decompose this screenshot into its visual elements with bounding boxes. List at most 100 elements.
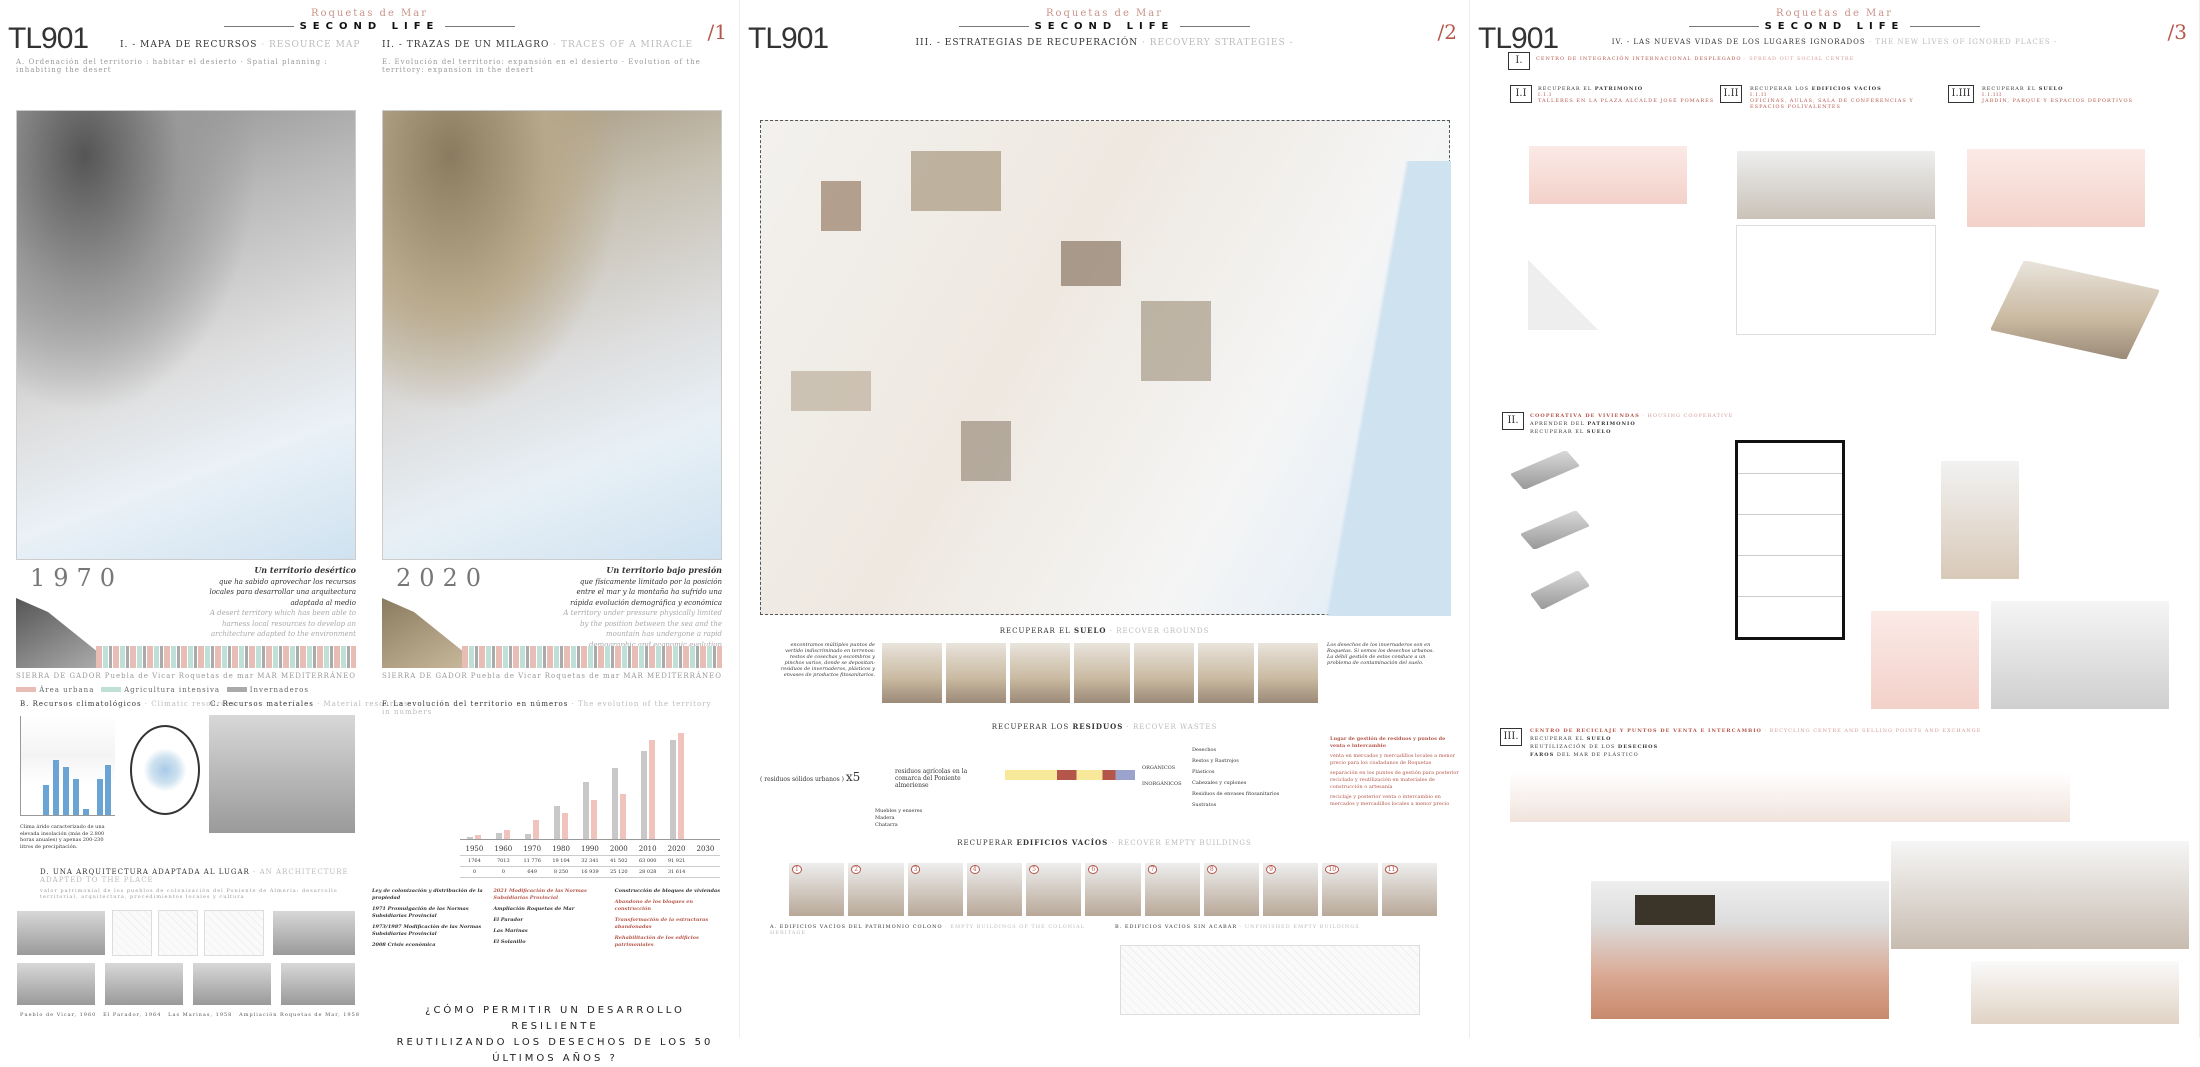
table-cell: 25 120	[610, 869, 628, 875]
timeline-event: Ley de colonización y distribución de la…	[372, 888, 483, 901]
housing-section-render	[1940, 460, 2020, 580]
ground-photo	[1009, 642, 1071, 704]
section-d-title: D. UNA ARQUITECTURA ADAPTADA AL LUGAR - …	[40, 868, 349, 884]
photo-number: 4	[969, 865, 980, 874]
section-I2-number: I.II	[1720, 85, 1742, 103]
table-cell: 11 776	[523, 858, 541, 864]
photo-number: 5	[1029, 865, 1039, 874]
photo-number: 11	[1384, 865, 1399, 874]
section-II-title: COOPERATIVA DE VIVIENDAS · HOUSING COOPE…	[1530, 413, 1734, 435]
aerial-photo	[16, 962, 96, 1006]
timeline-event: 1973/1987 Modificación de las Normas Sub…	[372, 924, 482, 937]
greenhouse-bar	[677, 732, 684, 839]
section-b-title: B. Recursos climatológicos · Climatic re…	[20, 700, 236, 708]
heritage-photo	[272, 910, 356, 956]
empty-buildings-heading: RECUPERAR EDIFICIOS VACÍOS · RECOVER EMP…	[957, 838, 1252, 847]
section-d-subtitle: valor patrimonial de los pueblos de colo…	[40, 888, 338, 900]
aerial-photo	[192, 962, 272, 1006]
empty-building-photo: 5	[1025, 862, 1083, 917]
population-bar	[554, 805, 561, 839]
exchange-render	[1970, 960, 2180, 1025]
city-name: Roquetas de Mar	[1775, 8, 1894, 19]
lighthouse-sign	[1635, 895, 1715, 925]
map-2020	[382, 110, 722, 560]
population-bar	[640, 750, 647, 839]
ground-photo	[1257, 642, 1319, 704]
section-III-number: III.	[1500, 728, 1522, 746]
board-code: TL901	[748, 22, 829, 55]
waste-heading: RECUPERAR LOS RESIDUOS · RECOVER WASTES	[991, 722, 1218, 731]
timeline-event: Abandono de los bloques en construcción	[614, 899, 694, 912]
board-code: TL901	[8, 22, 89, 55]
population-bar	[467, 836, 474, 839]
table-cell: 1960	[494, 845, 513, 853]
greenhouse-bar	[475, 835, 482, 839]
board-3: TL901 Roquetas de Mar SECOND LIFE /3 IV.…	[1470, 0, 2200, 1038]
table-cell: 0	[472, 869, 477, 875]
section-I1-number: I.I	[1510, 85, 1532, 103]
greenhouse-bar	[648, 739, 655, 839]
section-f-title: F. La evolución del territorio en número…	[382, 700, 712, 716]
board-number: /3	[2167, 20, 2187, 44]
table-cell: 41 502	[610, 858, 628, 864]
offices-render	[1736, 150, 1936, 220]
table-cell: 8 250	[553, 869, 569, 875]
climate-note: Clima árido caracterizado de una elevada…	[20, 824, 105, 850]
aerial-photo	[104, 962, 184, 1006]
empty-building-photo: 8	[1202, 862, 1261, 917]
section-4-title: IV. - LAS NUEVAS VIDAS DE LOS LUGARES IG…	[1611, 38, 2058, 46]
board-2: TL901 Roquetas de Mar SECOND LIFE /2 III…	[740, 0, 1470, 1038]
waste-calendar-bar	[1005, 770, 1135, 780]
timeline-event: Las Marinas	[493, 928, 528, 934]
strategy-map	[760, 120, 1451, 616]
photo-number: 10	[1325, 865, 1340, 874]
section-I-title: CENTRO DE INTEGRACIÓN INTERNACIONAL DESP…	[1536, 56, 1855, 62]
roof-detail	[1520, 510, 1590, 550]
roof-detail	[1530, 570, 1590, 610]
table-cell: 19 104	[552, 858, 570, 864]
project-title: SECOND LIFE	[1470, 21, 2199, 32]
garden-render	[1966, 148, 2146, 228]
population-bar	[496, 833, 503, 839]
city-name: Roquetas de Mar	[310, 8, 429, 19]
housing-street-render	[1990, 600, 2170, 710]
ground-photo	[1133, 642, 1195, 704]
section-mountain-1970	[16, 598, 96, 668]
timeline-event: Transformación de la estructuras abandon…	[614, 917, 709, 930]
colonial-heritage-diagram	[780, 945, 1060, 1025]
housing-floor-plan	[1735, 440, 1845, 640]
timeline-event: 2021 Modificación de las Normas Subsidia…	[493, 888, 587, 901]
table-cell: 2000	[609, 845, 628, 853]
empty-building-photo: 10	[1321, 862, 1379, 917]
waste-agricultural: residuos agrícolas en la comarca del Pon…	[895, 768, 968, 789]
empty-building-photo: 9	[1262, 862, 1320, 917]
photo-number: 7	[1147, 865, 1158, 874]
table-cell: 63 000	[638, 858, 657, 864]
land-use-strip-1970	[96, 646, 356, 668]
section-2-subtitle: E. Evolución del territorio: expansión e…	[382, 58, 701, 74]
heritage-drawing	[204, 910, 264, 956]
wind-rose	[130, 725, 200, 815]
aerial-photo	[280, 962, 356, 1006]
legend: Área urbana Agricultura intensiva Invern…	[16, 686, 309, 694]
population-bar	[611, 768, 618, 839]
photo-number: 2	[851, 865, 862, 874]
table-cell: 1764	[468, 858, 481, 864]
section-e2-title: B. EDIFICIOS VACÍOS SIN ACABAR · UNFINIS…	[1115, 924, 1360, 930]
waste-urban: ( residuos sólidos urbanos ) x5	[760, 770, 861, 784]
section-III-title: CENTRO DE RECICLAJE Y PUNTOS DE VENTA E …	[1530, 728, 1982, 758]
ground-heading: RECUPERAR EL SUELO · RECOVER GROUNDS	[999, 626, 1210, 635]
table-cell: 2010	[638, 845, 657, 853]
population-bar	[583, 782, 589, 839]
population-bar	[525, 834, 532, 839]
roof-detail	[1510, 450, 1580, 490]
empty-building-photo: 11	[1380, 862, 1438, 917]
